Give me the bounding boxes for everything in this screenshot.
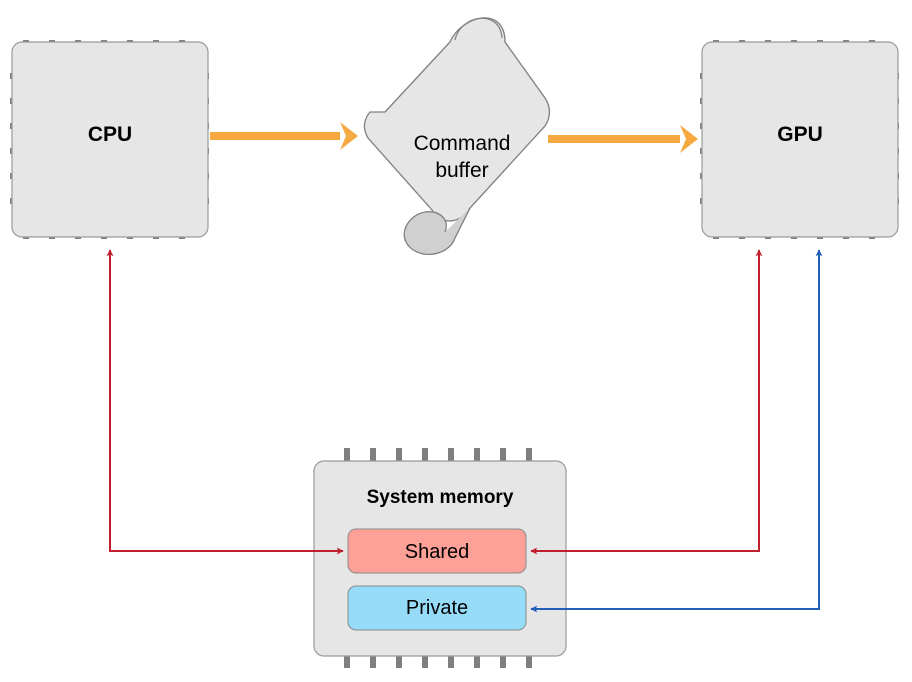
command-buffer-label-line1: Command: [414, 132, 511, 155]
scroll-top-curl: [454, 17, 503, 41]
shared-cpu-link: [106, 249, 344, 555]
scroll-bottom-roll: [403, 207, 471, 255]
gpu-body: [701, 41, 899, 238]
scroll-sheet: [363, 17, 551, 222]
cpu-label: CPU: [88, 123, 132, 146]
cpu-to-buffer-arrow: [210, 122, 358, 150]
private-gpu-link: [530, 249, 823, 613]
command-buffer-scroll: Command buffer: [363, 17, 551, 255]
cpu-chip: CPU: [10, 40, 209, 239]
shared-region: [347, 528, 527, 574]
system-memory-chip: System memory Shared Private: [313, 448, 567, 668]
system-memory-title: System memory: [367, 487, 514, 508]
memory-pins: [344, 448, 532, 668]
gpu-chip: GPU: [700, 40, 899, 239]
private-label: Private: [406, 597, 468, 619]
buffer-to-gpu-arrow: [548, 125, 698, 153]
command-buffer-label-line2: buffer: [435, 159, 488, 182]
cpu-body: [11, 41, 209, 238]
shared-label: Shared: [405, 541, 470, 563]
gpu-label: GPU: [777, 123, 823, 146]
private-region: [347, 585, 527, 631]
